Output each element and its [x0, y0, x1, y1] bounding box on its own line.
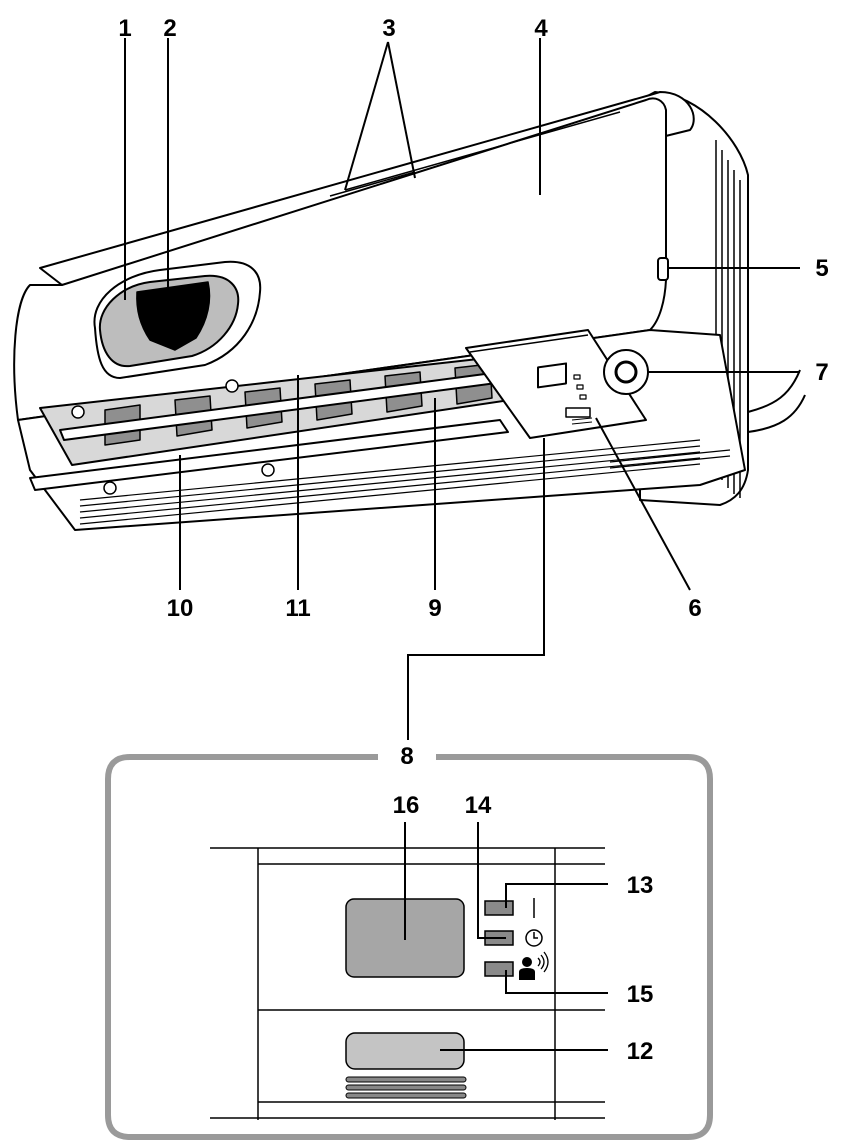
- callout-14: 14: [465, 792, 492, 819]
- leader-lines: [124, 38, 800, 740]
- front-display-window: [537, 362, 567, 389]
- front-panel-edge: [344, 111, 621, 191]
- room-temp-sensor: [657, 257, 669, 281]
- receiver-vent-slots: [345, 1076, 467, 1099]
- panel-detail-lines: [210, 847, 605, 1120]
- power-switch[interactable]: [614, 360, 638, 384]
- callout-16: 16: [393, 792, 420, 819]
- callout-5: 5: [815, 255, 828, 282]
- callout-13: 13: [627, 872, 654, 899]
- callout-3: 3: [382, 15, 395, 42]
- display-inner-line: [469, 334, 589, 353]
- front-lamps: [573, 374, 587, 400]
- callout-7: 7: [815, 359, 828, 386]
- bottom-grille: [79, 439, 731, 525]
- refrigerant-pipe: [747, 369, 806, 433]
- filter-mesh: [136, 281, 211, 351]
- callout-11: 11: [285, 595, 310, 622]
- callout-4: 4: [534, 15, 548, 42]
- panel-detail-frame: [105, 754, 713, 1140]
- callout-12: 12: [627, 1038, 654, 1065]
- signal-receiver: [565, 407, 591, 418]
- indoor-unit: [13, 91, 806, 531]
- callout-10: 10: [167, 595, 194, 622]
- panel-leader-lines: [404, 822, 608, 1051]
- callout-1: 1: [118, 15, 131, 42]
- callout-6: 6: [688, 595, 701, 622]
- panel-detail: [105, 754, 713, 1140]
- receiver-slits: [571, 417, 593, 425]
- callout-9: 9: [428, 595, 441, 622]
- callout-labels: 1 2 3 4 5 7 10 11 9 6 8 16 14 13 15 12: [118, 15, 828, 1065]
- callout-8: 8: [400, 743, 413, 770]
- callout-15: 15: [627, 981, 654, 1008]
- operation-lamp: [484, 900, 514, 916]
- intelligent-eye-lamp: [484, 961, 514, 977]
- horizontal-flap: [29, 419, 509, 491]
- callout-2: 2: [163, 15, 176, 42]
- person-sensor-icon: [519, 951, 549, 980]
- flap-hinges: [71, 379, 275, 495]
- front-panel-edge-2: [329, 171, 416, 197]
- clock-icon: [525, 929, 543, 947]
